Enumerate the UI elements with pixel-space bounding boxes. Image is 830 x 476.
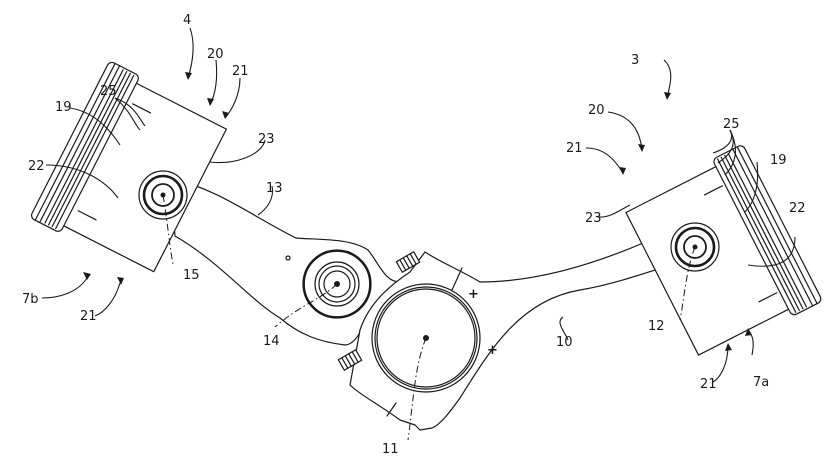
bolt-head-lower: [337, 349, 363, 371]
label-skirt-right-top: 21: [566, 141, 583, 156]
label-skirt-left-top: 21: [232, 64, 249, 79]
label-crown-right: 20: [588, 103, 605, 118]
label-rings-left: 25: [100, 84, 117, 99]
label-side-right: 7a: [753, 375, 769, 390]
reference-labels: 4 20 21 25 19 23 22 13 15 7b 21 14 11 10…: [22, 13, 806, 457]
label-pivot-middle: 14: [263, 334, 280, 349]
label-crown-left: 20: [207, 47, 224, 62]
label-ring-land-left: 19: [55, 100, 72, 115]
small-hole: [285, 255, 291, 261]
seam-line: [451, 267, 463, 291]
label-boss-right: 23: [585, 211, 602, 226]
leader-lines: [41, 27, 796, 441]
label-piston-right: 3: [631, 53, 639, 68]
label-skirt-left-bottom: 21: [80, 309, 97, 324]
label-skirt-right-bottom: 21: [700, 377, 717, 392]
arrowheads: [83, 72, 752, 351]
label-ring-land-right: 19: [770, 153, 787, 168]
label-groove-left: 22: [28, 159, 45, 174]
label-rod-lower: 10: [556, 335, 573, 350]
label-piston-left: 4: [183, 13, 191, 28]
seam-line: [386, 402, 397, 417]
cross-mark: +: [468, 287, 479, 302]
label-pin-left: 15: [183, 268, 200, 283]
cross-mark: +: [487, 343, 498, 358]
label-crank-center: 11: [382, 442, 399, 457]
label-groove-right: 22: [789, 201, 806, 216]
label-rod-upper: 13: [266, 181, 283, 196]
label-boss-left: 23: [258, 132, 275, 147]
label-pin-right: 12: [648, 319, 665, 334]
bolt-head-upper: [395, 251, 421, 273]
label-rings-right: 25: [723, 117, 740, 132]
label-side-left: 7b: [22, 292, 39, 307]
